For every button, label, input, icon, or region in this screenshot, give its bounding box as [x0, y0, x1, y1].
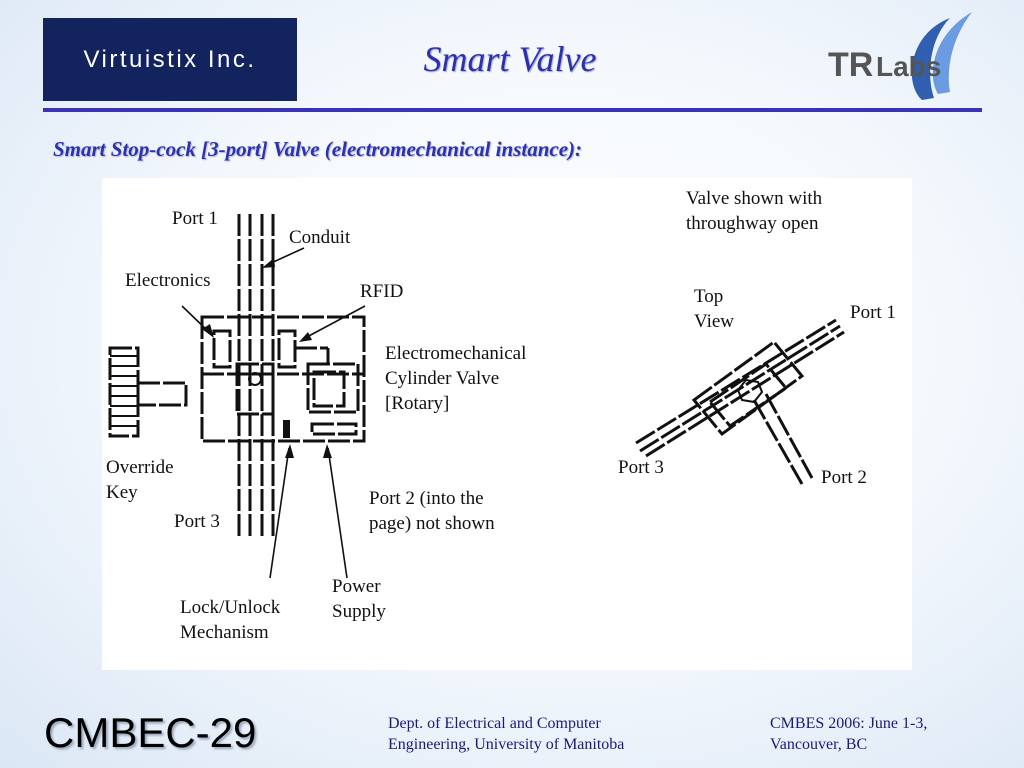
title-divider [43, 108, 982, 112]
label-cylinder-line1: Electromechanical [385, 343, 527, 364]
lock-leader [269, 447, 290, 579]
rfid-arrowhead [299, 332, 312, 342]
company-logo-text: Virtuistix Inc. [83, 45, 257, 73]
footer-conf-line1: CMBES 2006: June 1-3, [770, 715, 928, 732]
label-cylinder-line3: [Rotary] [385, 393, 450, 414]
power-leader [327, 447, 348, 579]
footer-event-code: CMBEC-29 [44, 709, 257, 756]
label-top-view-line1: Top [694, 286, 724, 307]
cylinder-bore [248, 372, 262, 386]
label-lock-line1: Lock/Unlock [180, 597, 281, 618]
trlabs-logo-labs: Labs [876, 51, 941, 82]
label-port2-line2: page) not shown [369, 513, 495, 534]
lock-arrowhead [285, 444, 294, 458]
trlabs-logo: TR Labs [822, 4, 987, 104]
label-top-view: Top View [694, 284, 734, 334]
trlabs-swoosh-front [932, 12, 972, 94]
electronics-board [212, 329, 232, 369]
rfid-leader [304, 305, 366, 339]
trlabs-logo-tr: TR [828, 46, 873, 84]
label-cylinder-valve: Electromechanical Cylinder Valve [Rotary… [385, 341, 526, 416]
top-view-housing-outer [691, 339, 805, 437]
label-caption-line2: throughway open [686, 213, 819, 234]
footer-dept-line2: Engineering, University of Manitoba [388, 736, 625, 753]
label-cylinder-line2: Cylinder Valve [385, 368, 500, 389]
rotary-cylinder [235, 362, 275, 416]
electronics-arrowhead [202, 324, 214, 338]
label-side-port1: Port 1 [172, 208, 218, 229]
battery-pack [310, 422, 358, 436]
label-top-port3: Port 3 [618, 457, 664, 478]
label-power-line1: Power [332, 576, 381, 597]
slide-title: Smart Valve [423, 39, 597, 79]
company-logo: Virtuistix Inc. [43, 18, 297, 101]
trlabs-logo-graphic: TR Labs [828, 12, 972, 100]
conduit-leader [268, 247, 305, 265]
label-port2-line1: Port 2 (into the [369, 488, 484, 509]
valve-housing [200, 315, 366, 443]
top-view-port2-edge-left [752, 399, 804, 485]
label-port2-not-shown: Port 2 (into the page) not shown [369, 486, 495, 536]
label-side-port3: Port 3 [174, 511, 220, 532]
lock-pin [283, 420, 290, 438]
label-top-port1: Port 1 [850, 302, 896, 323]
label-conduit: Conduit [289, 227, 351, 248]
top-view-port2-edge-right [764, 393, 814, 479]
override-key-shaft [136, 381, 188, 407]
label-override-key: Override Key [106, 455, 174, 505]
conduit-arrowhead [262, 258, 275, 268]
footer-department: Dept. of Electrical and Computer Enginee… [388, 713, 624, 755]
power-arrowhead [323, 444, 332, 458]
label-override-line2: Key [106, 482, 138, 503]
valve-diagram-panel: Port 1 Conduit Electronics RFID Electrom… [102, 178, 912, 670]
label-top-view-caption: Valve shown with throughway open [686, 186, 822, 236]
valve-diagram-drawing [108, 214, 845, 579]
label-override-line1: Override [106, 457, 174, 478]
label-caption-line1: Valve shown with [686, 188, 823, 209]
label-lock-mechanism: Lock/Unlock Mechanism [180, 595, 280, 645]
power-supply-block [306, 362, 360, 414]
label-lock-line2: Mechanism [180, 622, 269, 643]
label-top-port2: Port 2 [821, 467, 867, 488]
label-rfid: RFID [360, 281, 404, 302]
label-top-view-line2: View [694, 311, 735, 332]
footer-conference: CMBES 2006: June 1-3, Vancouver, BC [770, 713, 927, 755]
top-view-pipe-edge-upper [635, 318, 837, 445]
slide-subtitle: Smart Stop-cock [3-port] Valve (electrom… [53, 137, 583, 161]
top-view-pipe-edge-lower [645, 330, 845, 458]
override-key-knob [108, 346, 140, 438]
label-electronics: Electronics [125, 270, 211, 291]
footer-conf-line2: Vancouver, BC [770, 736, 868, 753]
top-view-housing-inner [707, 361, 789, 429]
power-supply-inner [312, 370, 346, 408]
label-power-supply: Power Supply [332, 574, 386, 624]
label-power-line2: Supply [332, 601, 386, 622]
trlabs-swoosh-back [911, 18, 950, 100]
footer-dept-line1: Dept. of Electrical and Computer [388, 715, 601, 732]
rfid-tag [277, 329, 297, 369]
top-view-cylinder [736, 378, 764, 404]
